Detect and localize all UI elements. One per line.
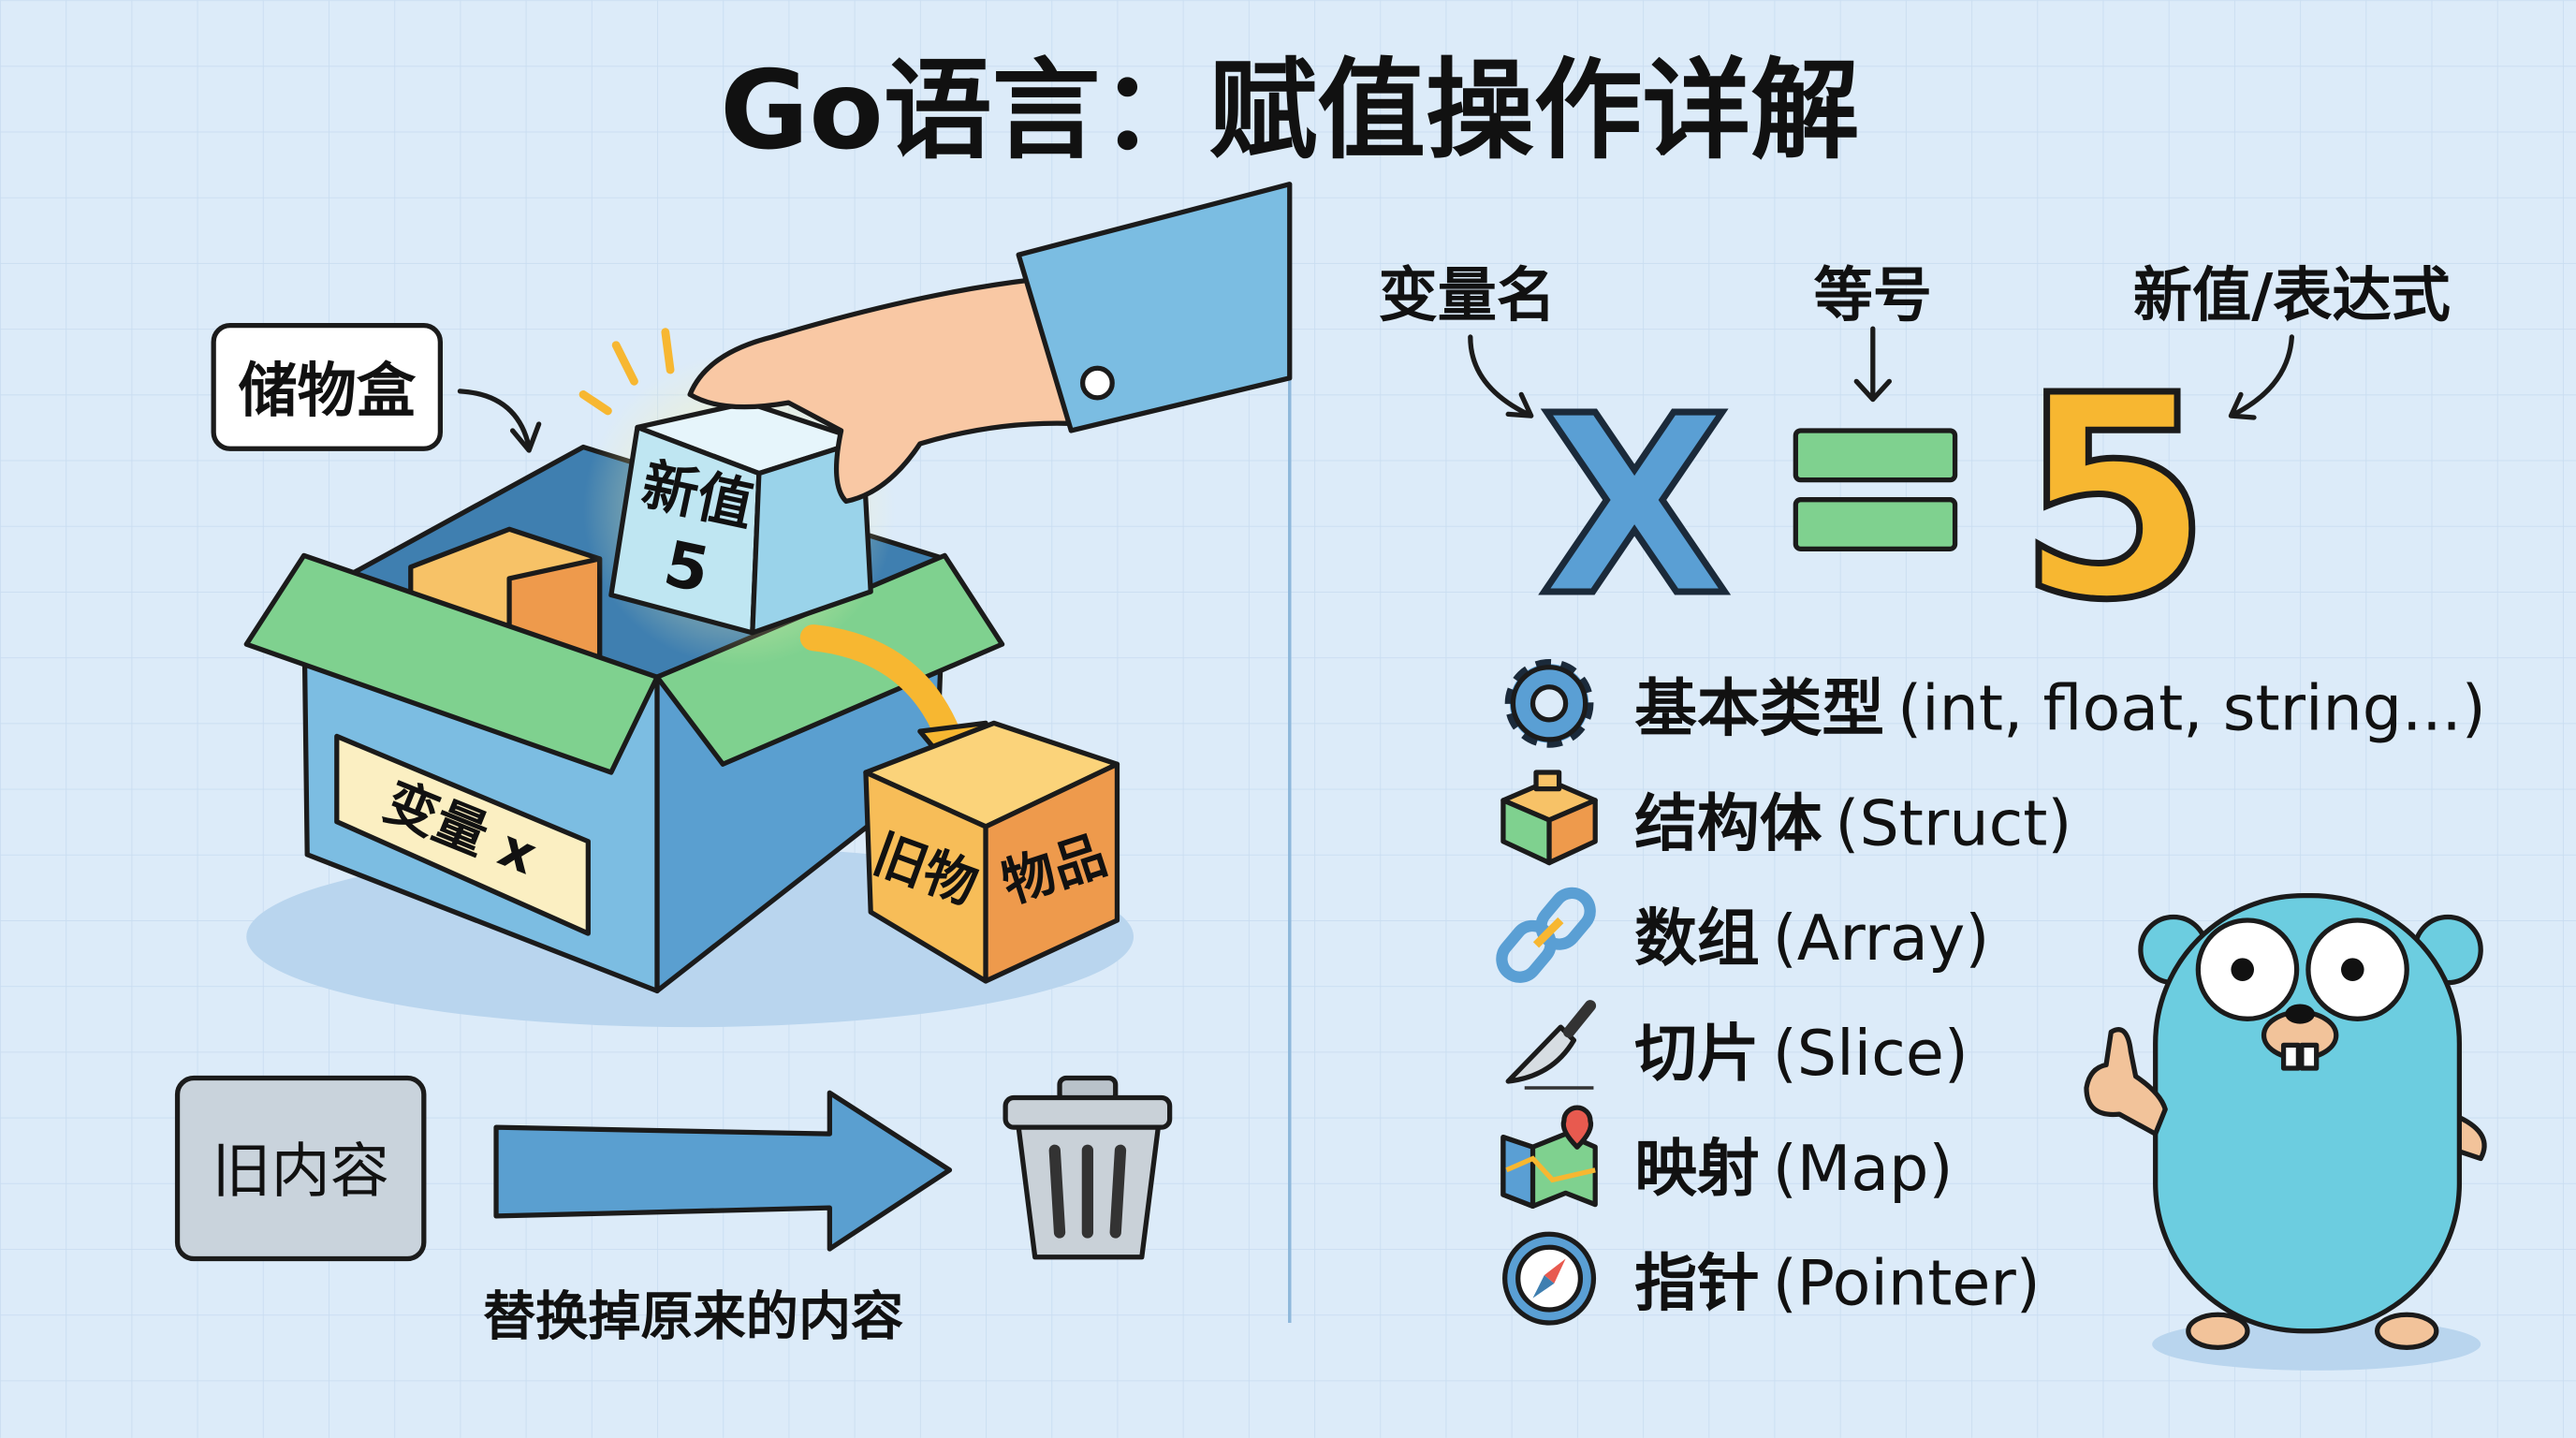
curved-arrow-icon	[799, 624, 966, 761]
type-en: (int, float, string...)	[1897, 671, 2486, 744]
hand-illustration	[687, 182, 1293, 505]
equation-variable: X	[1540, 364, 1730, 651]
storage-box-label: 储物盒	[211, 323, 443, 451]
label-new-value: 新值/表达式	[2133, 260, 2451, 330]
type-zh: 映射	[1634, 1132, 1759, 1205]
type-item-map: 映射(Map)	[1634, 1132, 1953, 1205]
thumbs-up-icon	[2084, 1027, 2168, 1137]
label-equals: 等号	[1814, 260, 1932, 330]
curved-arrow-icon	[457, 389, 532, 450]
arrow-icon	[2232, 334, 2294, 418]
gear-icon	[1504, 658, 1594, 748]
arrow-head-icon	[509, 421, 542, 453]
type-en: (Array)	[1773, 902, 1990, 975]
cuff-button-icon	[1079, 365, 1115, 401]
equation-value: 5	[2017, 336, 2212, 661]
equals-sign	[1793, 428, 1958, 551]
type-zh: 指针	[1634, 1247, 1759, 1320]
building-block-icon	[1500, 770, 1598, 866]
map-icon	[1500, 1105, 1598, 1210]
type-zh: 数组	[1634, 902, 1759, 975]
type-zh: 基本类型	[1634, 671, 1884, 744]
type-en: (Map)	[1773, 1132, 1954, 1205]
type-zh: 结构体	[1634, 786, 1822, 859]
compass-icon	[1502, 1231, 1597, 1326]
old-content-box: 旧内容	[174, 1075, 427, 1262]
arrow-icon	[1853, 326, 1892, 403]
type-item-slice: 切片(Slice)	[1634, 1017, 1969, 1090]
knife-icon	[1505, 1000, 1597, 1090]
page-title: Go语言：赋值操作详解	[720, 48, 1859, 174]
type-zh: 切片	[1634, 1017, 1759, 1090]
trash-can-icon	[1003, 1075, 1173, 1260]
old-item-cube: 旧物 物品	[863, 720, 1120, 984]
type-item-array: 数组(Array)	[1634, 902, 1989, 975]
type-list: 基本类型(int, float, string...) 结构体(Struct) …	[1496, 658, 2486, 1326]
storage-box-text: 储物盒	[239, 356, 417, 425]
type-item-pointer: 指针(Pointer)	[1634, 1247, 2040, 1320]
old-content-text: 旧内容	[212, 1137, 389, 1206]
type-item-struct: 结构体(Struct)	[1634, 786, 2071, 859]
chain-link-icon	[1496, 887, 1596, 983]
type-en: (Struct)	[1835, 786, 2071, 859]
type-item-basic: 基本类型(int, float, string...)	[1634, 671, 2485, 744]
type-en: (Slice)	[1773, 1017, 1969, 1090]
gopher-mascot	[2084, 893, 2487, 1371]
arrow-icon	[1468, 334, 1530, 418]
type-en: (Pointer)	[1773, 1247, 2041, 1320]
new-value-block: 新值 5	[578, 328, 896, 666]
replace-arrow-icon	[493, 1090, 953, 1252]
label-variable-name: 变量名	[1379, 260, 1557, 330]
replace-caption: 替换掉原来的内容	[483, 1286, 903, 1347]
